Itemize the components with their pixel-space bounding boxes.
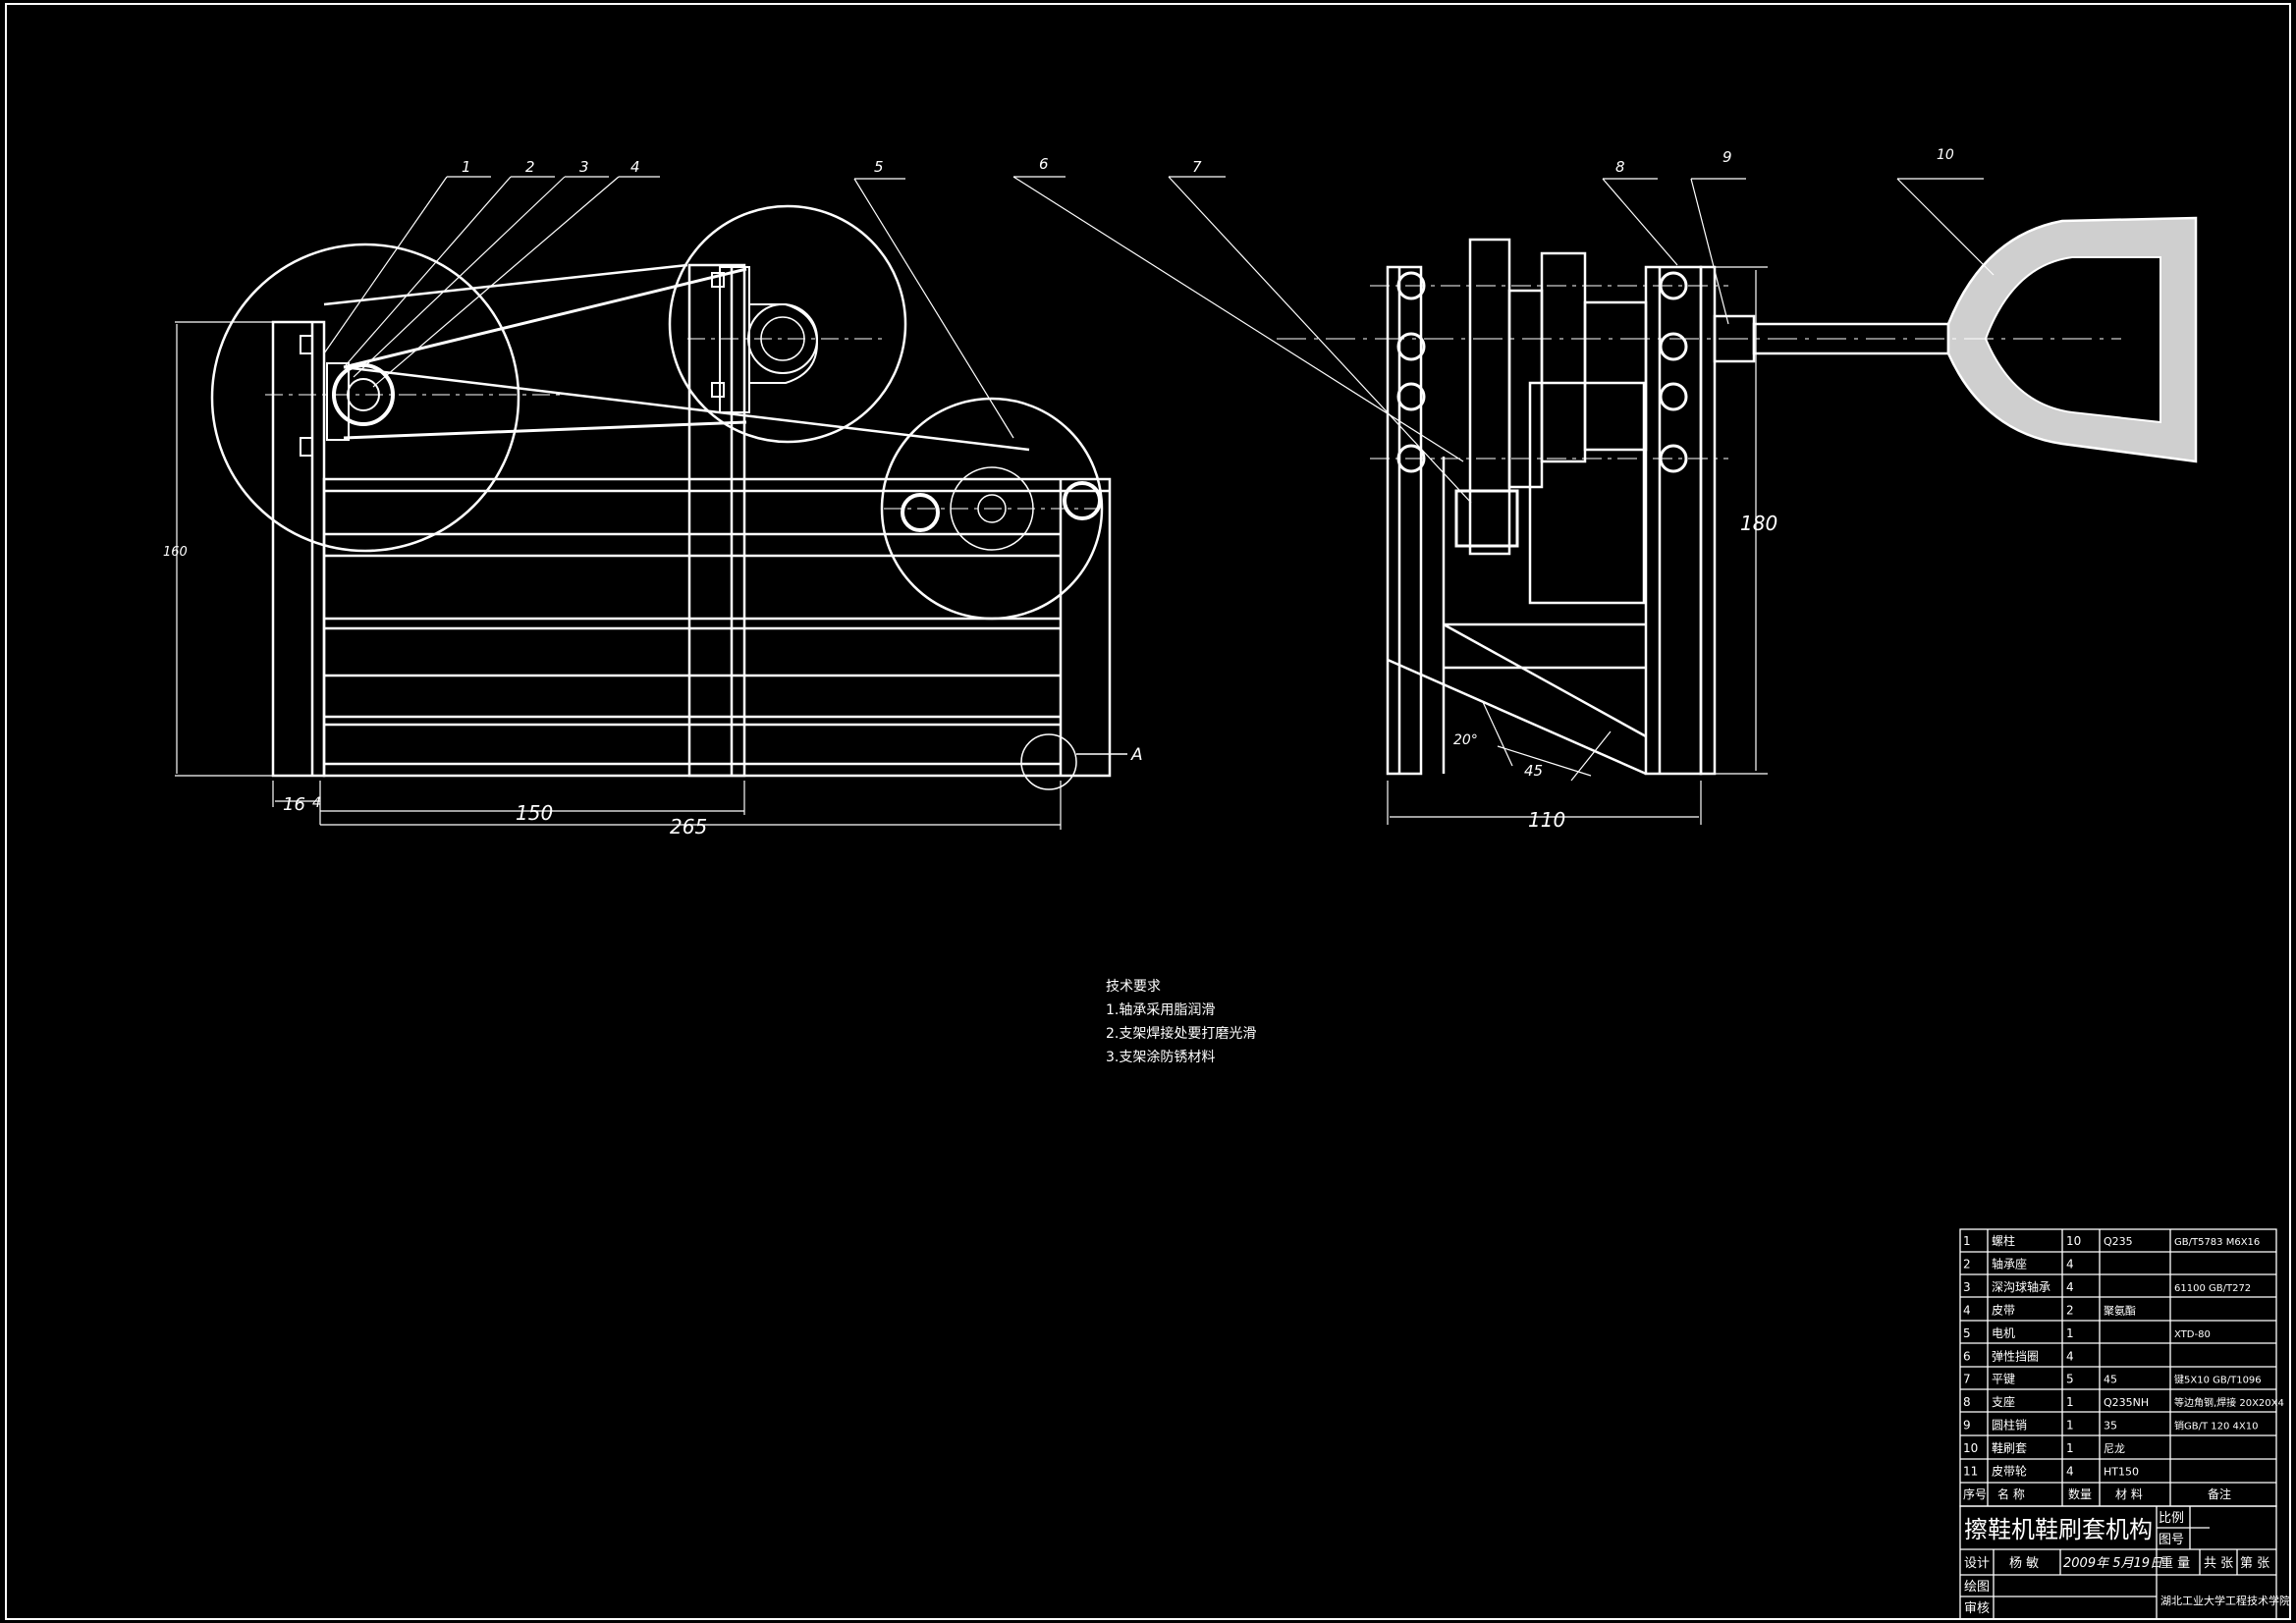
dim-180: 180 xyxy=(1740,512,1777,535)
tech-req-heading: 技术要求 xyxy=(1106,979,1161,995)
bom-cell-material: 聚氨酯 xyxy=(2104,1304,2136,1317)
bom-cell-no: 5 xyxy=(1963,1326,1971,1340)
bom-cell-material: 尼龙 xyxy=(2104,1442,2125,1455)
drawing-title: 擦鞋机鞋刷套机构 xyxy=(1964,1516,2153,1543)
bom-cell-no: 3 xyxy=(1963,1280,1971,1294)
bom-cell-no: 11 xyxy=(1963,1465,1978,1479)
bom-cell-name: 轴承座 xyxy=(1992,1256,2027,1271)
sheets-label: 共 张 xyxy=(2204,1556,2233,1571)
callout-3: 3 xyxy=(579,158,589,176)
bom-cell-name: 支座 xyxy=(1992,1394,2015,1409)
weight-label: 重 量 xyxy=(2160,1555,2190,1571)
bom-header-no: 序号 xyxy=(1963,1487,1987,1501)
callout-1: 1 xyxy=(462,158,471,176)
side-view xyxy=(1012,176,2198,825)
bom-cell-qty: 4 xyxy=(2066,1280,2074,1294)
bom-cell-name: 螺柱 xyxy=(1992,1233,2015,1248)
bom-cell-no: 1 xyxy=(1963,1234,1971,1248)
bom-cell-material: Q235 xyxy=(2104,1235,2133,1248)
bom-cell-qty: 5 xyxy=(2066,1373,2074,1386)
tech-req-item-3: 3.支架涂防锈材料 xyxy=(1106,1050,1216,1065)
dim-angle-20: 20° xyxy=(1453,732,1478,748)
bom-cell-qty: 2 xyxy=(2066,1303,2074,1317)
bom-cell-qty: 4 xyxy=(2066,1349,2074,1363)
title-block xyxy=(1959,1505,2277,1620)
bom-cell-material: Q235NH xyxy=(2104,1396,2149,1409)
bom-cell-name: 圆柱销 xyxy=(1992,1418,2027,1433)
review-label: 审核 xyxy=(1964,1601,1990,1616)
side-view-labels: 6 7 8 9 10 180 110 20° 45 xyxy=(1039,147,1954,832)
bom-cell-name: 电机 xyxy=(1992,1326,2015,1340)
dim-150: 150 xyxy=(516,801,553,825)
tech-req-item-1: 1.轴承采用脂润滑 xyxy=(1106,1002,1216,1018)
bom-cell-no: 8 xyxy=(1963,1395,1971,1409)
bom-cell-qty: 4 xyxy=(2066,1257,2074,1271)
technical-requirements: 技术要求 1.轴承采用脂润滑 2.支架焊接处要打磨光滑 3.支架涂防锈材料 xyxy=(1106,975,1256,1069)
dim-16: 16 xyxy=(283,794,305,815)
callout-9: 9 xyxy=(1722,148,1732,166)
bom-cell-note: 等边角钢,焊接 20X20X4 xyxy=(2174,1396,2284,1409)
bom-cell-no: 7 xyxy=(1963,1373,1971,1386)
bom-cell-qty: 1 xyxy=(2066,1395,2074,1409)
bom-rows: 1 螺柱 10 Q235 GB/T5783 M6X16 2 轴承座 4 3 深沟球轴承 4 61100… xyxy=(1963,1233,2284,1501)
front-view xyxy=(175,176,1127,830)
tech-req-item-2: 2.支架焊接处要打磨光滑 xyxy=(1106,1026,1257,1042)
bom-cell-material: HT150 xyxy=(2104,1466,2139,1479)
bill-of-materials xyxy=(1959,1228,2277,1507)
drawn-label: 绘图 xyxy=(1964,1580,1990,1595)
bom-cell-note: GB/T5783 M6X16 xyxy=(2174,1237,2260,1248)
bom-cell-name: 弹性挡圈 xyxy=(1992,1349,2039,1363)
callout-7: 7 xyxy=(1192,158,1202,176)
bom-cell-no: 6 xyxy=(1963,1349,1971,1363)
bom-cell-material: 45 xyxy=(2104,1374,2117,1386)
bom-cell-name: 平键 xyxy=(1992,1373,2015,1386)
school-name: 湖北工业大学工程技术学院 xyxy=(2160,1594,2290,1607)
callout-2: 2 xyxy=(525,158,535,176)
bom-cell-note: 键5X10 GB/T1096 xyxy=(2174,1374,2262,1386)
drawing-no-label: 图号 xyxy=(2159,1533,2184,1547)
bom-cell-qty: 1 xyxy=(2066,1419,2074,1433)
callout-10: 10 xyxy=(1937,147,1954,163)
dim-160: 160 xyxy=(163,545,188,560)
bom-cell-name: 鞋刷套 xyxy=(1992,1440,2027,1455)
bom-cell-name: 皮带轮 xyxy=(1992,1465,2027,1479)
bom-cell-name: 深沟球轴承 xyxy=(1992,1279,2050,1294)
bom-cell-note: XTD-80 xyxy=(2174,1329,2211,1340)
design-date: 2009年 5月19日 xyxy=(2063,1556,2163,1571)
bom-cell-qty: 1 xyxy=(2066,1326,2074,1340)
bom-header-name: 名 称 xyxy=(1997,1487,2025,1501)
bom-header-note: 备注 xyxy=(2208,1487,2231,1501)
bom-cell-no: 2 xyxy=(1963,1257,1971,1271)
bom-cell-no: 9 xyxy=(1963,1419,1971,1433)
bom-cell-qty: 1 xyxy=(2066,1441,2074,1455)
bom-cell-note: 61100 GB/T272 xyxy=(2174,1283,2251,1294)
bom-cell-no: 4 xyxy=(1963,1303,1971,1317)
sheet-border xyxy=(5,3,2291,1620)
bom-cell-qty: 4 xyxy=(2066,1465,2074,1479)
bom-cell-material: 35 xyxy=(2104,1420,2117,1433)
callout-8: 8 xyxy=(1615,158,1625,176)
bom-cell-note: 销GB/T 120 4X10 xyxy=(2174,1420,2258,1433)
detail-mark-a: A xyxy=(1130,745,1143,765)
bom-header-material: 材 料 xyxy=(2115,1488,2143,1501)
scale-label: 比例 xyxy=(2159,1511,2184,1526)
dim-265: 265 xyxy=(670,815,707,839)
dim-45: 45 xyxy=(1524,762,1543,780)
design-label: 设计 xyxy=(1964,1556,1990,1571)
callout-6: 6 xyxy=(1039,155,1049,173)
bom-cell-qty: 10 xyxy=(2066,1234,2081,1248)
designer-name: 杨 敏 xyxy=(2009,1556,2039,1571)
callout-5: 5 xyxy=(874,158,884,176)
front-view-labels: 1 2 3 4 5 A 160 16 4 150 265 xyxy=(163,158,1143,839)
dim-4: 4 xyxy=(312,795,321,811)
title-block-text: 擦鞋机鞋刷套机构 比例 图号 重 量 共 张 第 张 设计 杨 敏 2009年 … xyxy=(1964,1511,2290,1616)
callout-4: 4 xyxy=(630,158,640,176)
bom-header-qty: 数量 xyxy=(2068,1487,2092,1501)
sheet-label: 第 张 xyxy=(2240,1556,2269,1571)
dim-110: 110 xyxy=(1528,808,1565,832)
bom-cell-no: 10 xyxy=(1963,1441,1978,1455)
bom-cell-name: 皮带 xyxy=(1992,1303,2015,1317)
